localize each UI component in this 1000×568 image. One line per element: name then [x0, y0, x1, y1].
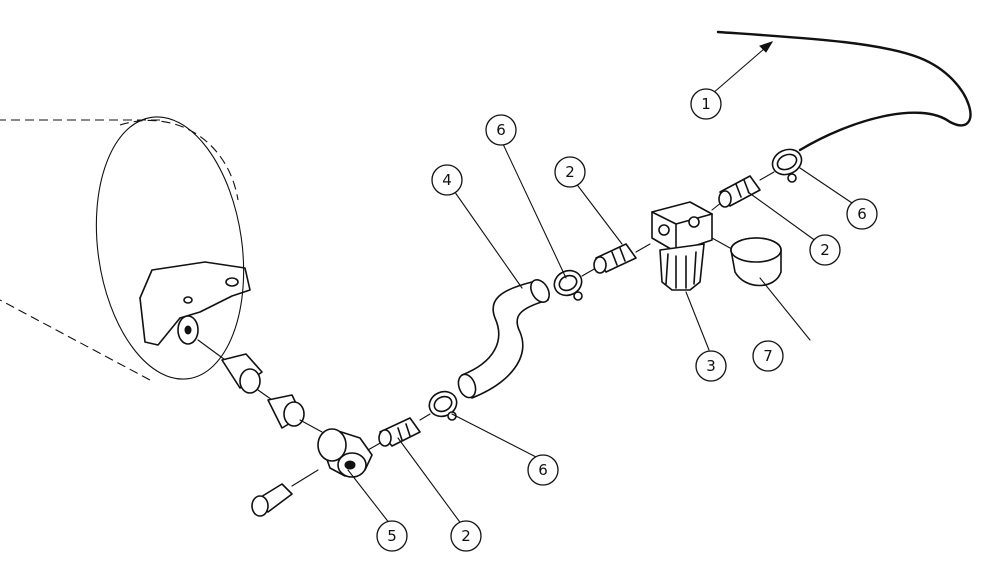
callout-number: 6	[538, 461, 548, 479]
callout-2-middle: 2	[554, 156, 586, 188]
callout-5: 5	[376, 520, 408, 552]
pressure-regulator	[635, 201, 731, 291]
callout-number: 7	[763, 347, 773, 365]
hose-clamp-lower	[419, 390, 458, 421]
callout-number: 2	[461, 527, 471, 545]
hose	[457, 279, 550, 399]
callout-number: 1	[701, 95, 711, 113]
hose-fitting-lower	[367, 417, 421, 451]
callout-number: 6	[857, 205, 867, 223]
callout-4: 4	[431, 164, 463, 196]
hose-clamp-upper	[759, 148, 803, 183]
callout-6-upper: 6	[846, 198, 878, 230]
coupling	[257, 389, 305, 429]
bottom-nipple	[251, 469, 319, 517]
hose-fitting-upper	[711, 175, 761, 211]
callout-number: 5	[387, 527, 397, 545]
callout-2-upper: 2	[809, 234, 841, 266]
callout-1: 1	[690, 88, 722, 120]
callout-number: 6	[496, 121, 506, 139]
callout-number: 2	[820, 241, 830, 259]
callout-number: 4	[442, 171, 452, 189]
air-line	[716, 30, 972, 152]
hose-clamp-middle	[553, 269, 583, 301]
callout-3: 3	[695, 350, 727, 382]
elbow-fitting	[299, 419, 373, 478]
pressure-gauge	[730, 237, 782, 287]
hose-fitting-middle	[581, 243, 637, 277]
callout-number: 3	[706, 357, 716, 375]
callout-6-middle: 6	[485, 114, 517, 146]
callout-6-lower: 6	[527, 454, 559, 486]
callout-2-lower: 2	[450, 520, 482, 552]
callout-7: 7	[752, 340, 784, 372]
tank-nipple	[197, 339, 263, 394]
leader-lines	[347, 41, 856, 526]
callout-number: 2	[565, 163, 575, 181]
air-tank	[0, 116, 251, 381]
